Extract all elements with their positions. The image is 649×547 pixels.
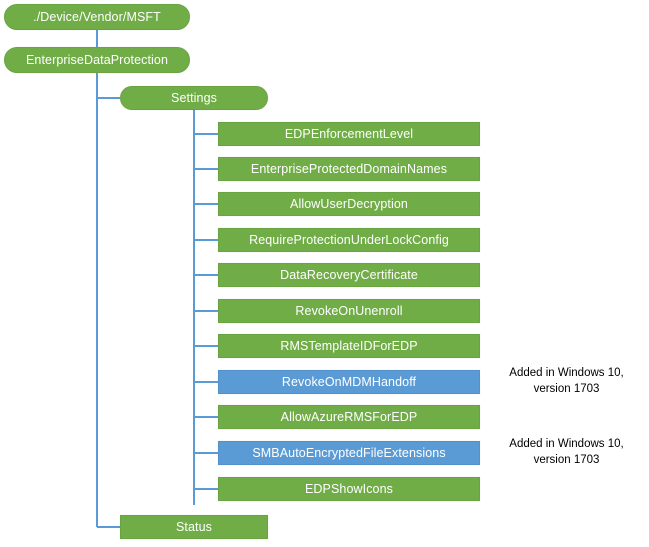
node-edpenforcementlevel[interactable]: EDPEnforcementLevel: [218, 122, 480, 146]
node-revokeonmdmhandoff[interactable]: RevokeOnMDMHandoff: [218, 370, 480, 394]
node-rmstemplateidforedp[interactable]: RMSTemplateIDForEDP: [218, 334, 480, 358]
node-enterpriseprotecteddomainnames[interactable]: EnterpriseProtectedDomainNames: [218, 157, 480, 181]
node-smbautoencryptedfileextensions[interactable]: SMBAutoEncryptedFileExtensions: [218, 441, 480, 465]
node-root[interactable]: ./Device/Vendor/MSFT: [4, 4, 190, 30]
annotation-smbautoencryptedfileextensions: Added in Windows 10, version 1703: [509, 438, 624, 466]
node-requireprotectionunderlockconfig[interactable]: RequireProtectionUnderLockConfig: [218, 228, 480, 252]
node-settings[interactable]: Settings: [120, 86, 268, 110]
node-datarecoverycertificate[interactable]: DataRecoveryCertificate: [218, 263, 480, 287]
node-edpshowicons[interactable]: EDPShowIcons: [218, 477, 480, 501]
node-revokeonunenroll[interactable]: RevokeOnUnenroll: [218, 299, 480, 323]
node-allowuserdecryption[interactable]: AllowUserDecryption: [218, 192, 480, 216]
node-status[interactable]: Status: [120, 515, 268, 539]
annotation-revokeonmdmhandoff: Added in Windows 10, version 1703: [509, 367, 624, 395]
node-allowazurermsforedp[interactable]: AllowAzureRMSForEDP: [218, 405, 480, 429]
node-enterprise-data-protection[interactable]: EnterpriseDataProtection: [4, 47, 190, 73]
